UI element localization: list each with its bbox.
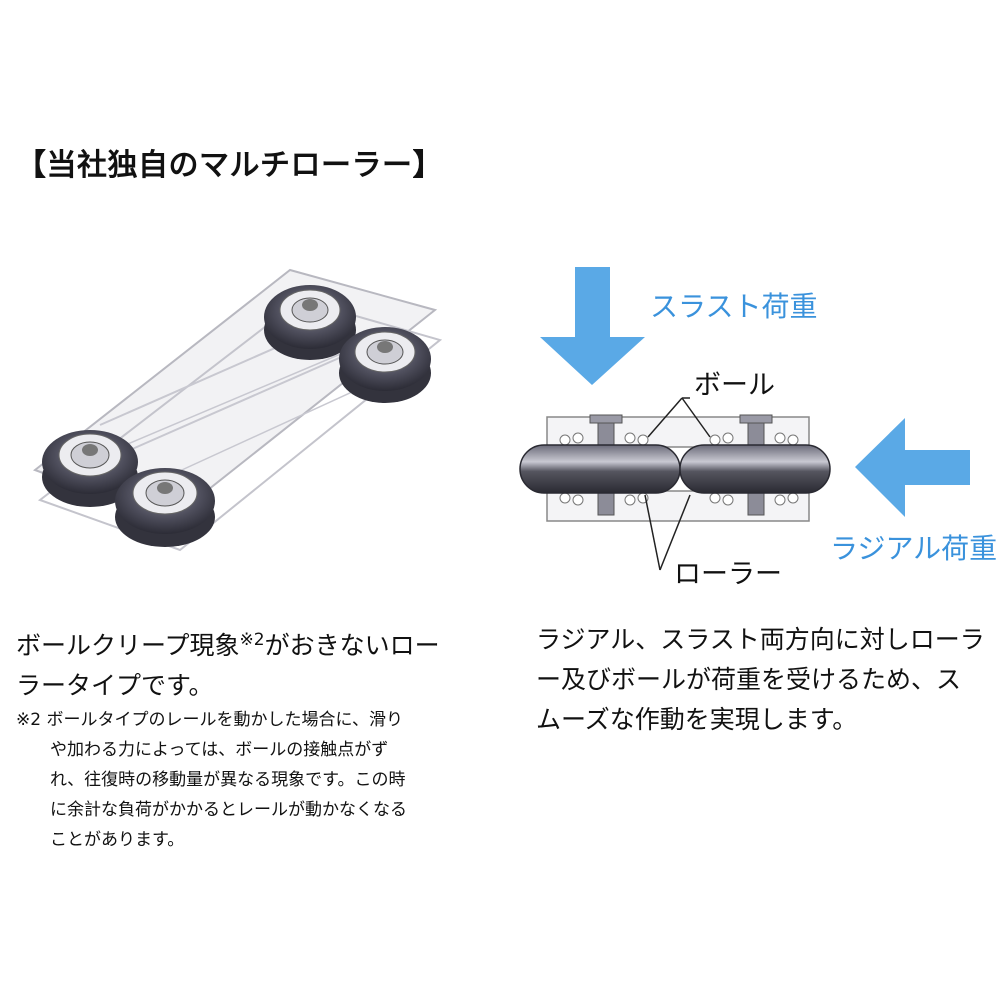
thrust-load-label: スラスト荷重 [650,290,818,323]
bottom-plate [37,298,443,552]
right-description: ラジアル、スラスト両方向に対しローラ ー及びボールが荷重を受けるため、ス ムーズ… [536,620,985,740]
roller-right [679,444,831,494]
radial-arrow-icon [855,418,970,517]
left-description-line-1: ボールクリープ現象※2がおきないロー [16,630,440,660]
roller-left [519,444,681,494]
section-title: 【当社独自のマルチローラー】 [16,148,443,183]
load-direction-diagram: スラスト荷重 ボール ラジアル荷重 ローラー [510,255,1000,595]
thrust-arrow-icon [540,267,645,385]
footnote-mark: ※2 [239,630,265,650]
footnote-line: ことがあります。 [16,830,185,850]
ball-label: ボール [690,363,779,402]
roller-bottom-right [115,468,215,547]
footnote-line: ※2 ボールタイプのレールを動かした場合に、滑り [16,710,403,730]
right-description-line: ムーズな作動を実現します。 [536,705,858,734]
multi-roller-illustration [20,255,450,575]
footnote-line: や加わる力によっては、ボールの接触点がず [16,740,389,760]
right-description-line: ラジアル、スラスト両方向に対しローラ [536,625,985,654]
footnote: ※2 ボールタイプのレールを動かした場合に、滑り や加わる力によっては、ボールの… [16,705,407,855]
footnote-line: れ、往復時の移動量が異なる現象です。この時 [16,770,406,790]
roller-top-left [264,285,356,360]
right-description-line: ー及びボールが荷重を受けるため、ス [536,665,962,694]
radial-load-label: ラジアル荷重 [830,532,998,565]
footnote-line: に余計な負荷がかかるとレールが動かなくなる [16,800,407,820]
roller-label: ローラー [670,552,786,591]
left-description-line-2: ラータイプです。 [16,671,214,700]
roller-top-right [339,327,431,403]
left-description: ボールクリープ現象※2がおきないロー ラータイプです。 [16,620,440,706]
roller-bottom-left [42,430,138,507]
